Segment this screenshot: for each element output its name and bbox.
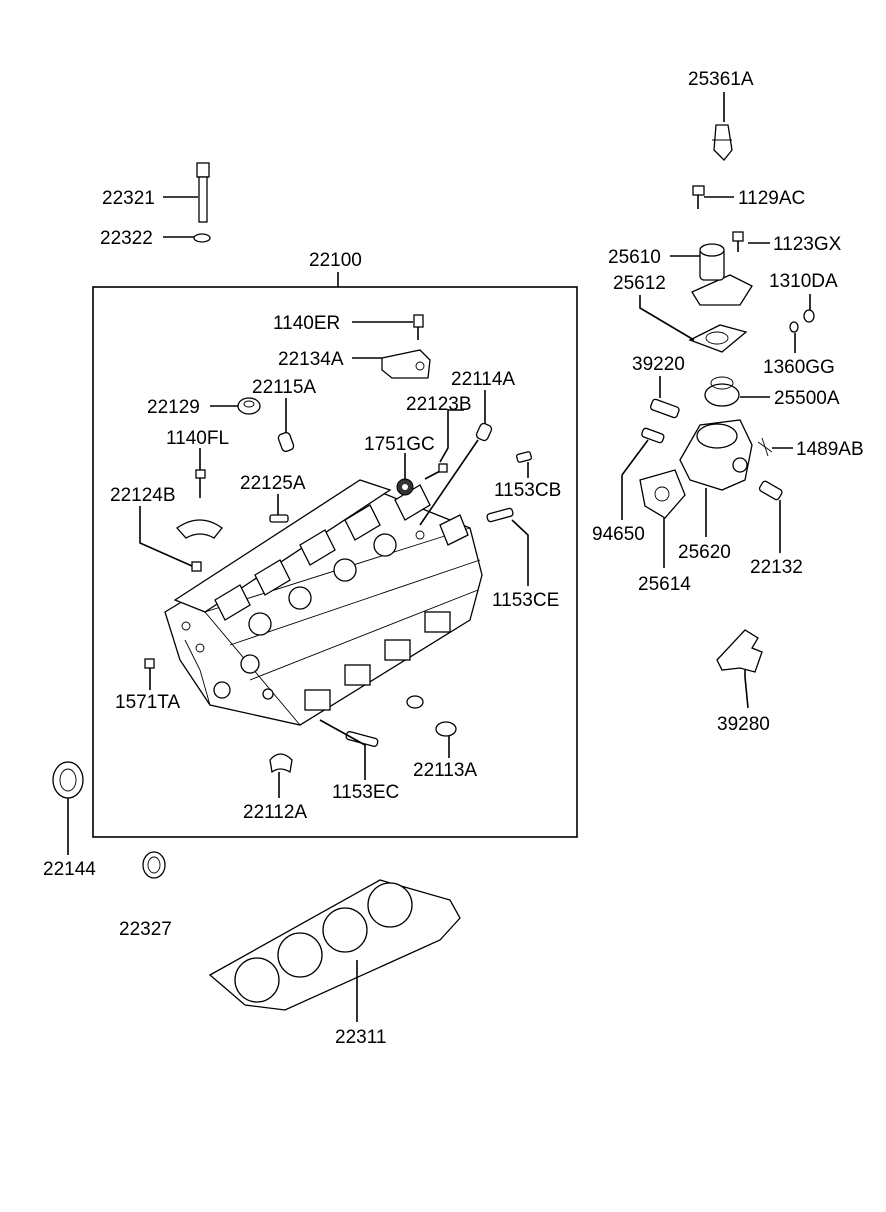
label-1140er: 1140ER: [273, 313, 340, 334]
label-39280: 39280: [717, 714, 770, 735]
part-1751gc-gasket: [396, 478, 414, 496]
label-22322: 22322: [100, 228, 153, 249]
part-22114a-sensor: [475, 422, 493, 442]
part-1360gg-washer: [789, 321, 799, 333]
part-25620-housing: [679, 419, 753, 491]
part-1153cb-plug: [516, 451, 532, 463]
label-1571ta: 1571TA: [115, 692, 180, 713]
label-25500a: 25500A: [774, 388, 840, 409]
label-22115a: 22115A: [252, 377, 316, 398]
label-1153cb: 1153CB: [494, 480, 561, 501]
label-22123b: 22123B: [406, 394, 472, 415]
part-22134a-bracket: [381, 349, 431, 379]
part-22321-bolt: [196, 162, 210, 223]
part-22129-plug: [237, 397, 261, 415]
label-22124b: 22124B: [110, 485, 176, 506]
leader-lines: [67, 92, 811, 1022]
cylinder-head-drawing: [164, 479, 483, 726]
part-22132-sensor: [758, 480, 783, 501]
label-1140fl: 1140FL: [166, 428, 229, 449]
assembly-frame-22100: [92, 286, 578, 838]
label-25610: 25610: [608, 247, 661, 268]
part-22112a-seal: [269, 753, 293, 774]
label-25612: 25612: [613, 273, 666, 294]
part-1140fl-bolt: [195, 469, 206, 498]
part-22115a-pin: [277, 431, 295, 453]
label-39220: 39220: [632, 354, 685, 375]
label-22129: 22129: [147, 397, 200, 418]
part-1153ce-pin: [486, 507, 514, 523]
label-1751gc: 1751GC: [364, 434, 435, 455]
label-22321: 22321: [102, 188, 155, 209]
label-1153ec: 1153EC: [332, 782, 399, 803]
label-22112a: 22112A: [243, 802, 307, 823]
part-22125a-pin: [269, 514, 289, 523]
label-1310da: 1310DA: [769, 271, 838, 292]
part-1571ta-plug: [144, 658, 155, 669]
label-22125a: 22125A: [240, 473, 306, 494]
label-22144: 22144: [43, 859, 96, 880]
part-1129ac-bolt: [692, 185, 705, 209]
part-22113a-seal: [406, 695, 457, 737]
label-22327: 22327: [119, 919, 172, 940]
label-1489ab: 1489AB: [796, 439, 864, 460]
part-labels: 22100 22321 22322 1140ER 22134A 22115A 2…: [43, 69, 864, 1048]
part-1153ec-pin: [345, 731, 379, 747]
part-25500a-thermostat: [704, 376, 740, 407]
label-1360gg: 1360GG: [763, 357, 835, 378]
part-25614-gasket: [639, 469, 686, 519]
label-1123gx: 1123GX: [773, 234, 842, 255]
label-94650: 94650: [592, 524, 645, 545]
part-1489ab-clip: [757, 437, 773, 457]
part-25610-water-outlet: [691, 243, 753, 306]
label-1129ac: 1129AC: [738, 188, 805, 209]
label-22113a: 22113A: [413, 760, 477, 781]
part-22124b-cap: [176, 519, 223, 572]
part-1123gx-bolt: [732, 231, 744, 252]
part-25361a-sensor: [712, 124, 733, 161]
part-25612-gasket: [688, 324, 748, 353]
part-22144-seal: [52, 761, 84, 799]
label-25614: 25614: [638, 574, 691, 595]
label-22134a: 22134A: [278, 349, 344, 370]
label-22132: 22132: [750, 557, 803, 578]
part-22311-head-gasket: [208, 879, 461, 1011]
label-22311: 22311: [335, 1027, 386, 1048]
part-1310da-nut: [803, 309, 815, 323]
part-22322-washer: [193, 233, 211, 243]
part-39280-bracket: [716, 629, 763, 673]
part-22123b-bolt: [424, 463, 448, 480]
label-25620: 25620: [678, 542, 731, 563]
part-94650-switch: [641, 427, 665, 444]
part-39220-sensor: [649, 398, 680, 419]
label-22100: 22100: [309, 250, 362, 271]
part-22327-seal: [142, 851, 166, 879]
label-1153ce: 1153CE: [492, 590, 559, 611]
label-25361a: 25361A: [688, 69, 754, 90]
label-22114a: 22114A: [451, 369, 515, 390]
part-1140er-bolt: [413, 314, 424, 340]
